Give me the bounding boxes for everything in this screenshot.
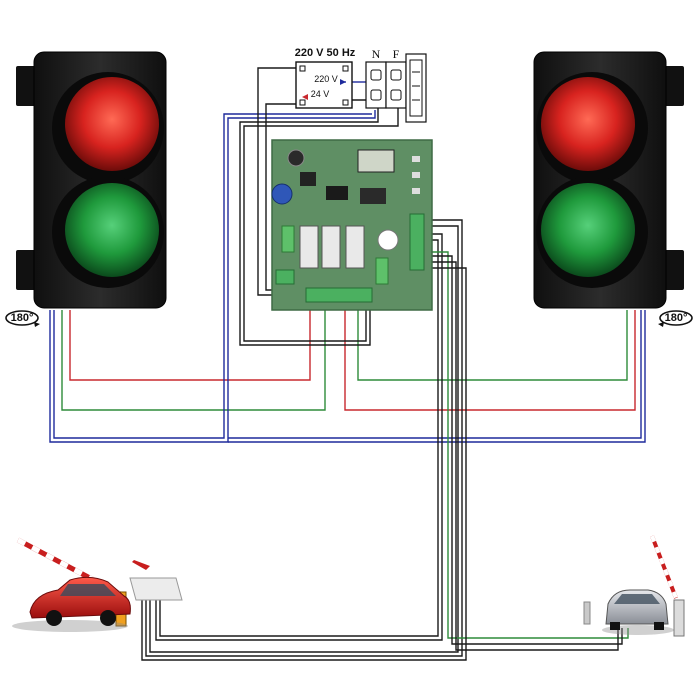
transformer-primary-label: 220 V — [314, 74, 338, 84]
arrow-icon — [340, 79, 346, 85]
switch-block — [405, 53, 427, 123]
wire-loop-4 — [159, 239, 439, 637]
terminal-f-label: F — [393, 47, 400, 61]
transformer: 220 V 24 V — [295, 61, 353, 109]
wire-left-green — [61, 305, 326, 411]
right-mount-top — [662, 66, 684, 106]
control-board — [271, 139, 433, 311]
left-traffic-light — [16, 51, 167, 309]
wire-loop-2 — [149, 225, 459, 653]
wire-right-blue-a — [228, 310, 646, 443]
wire-right-green — [357, 305, 628, 381]
arrow-icon — [132, 560, 150, 570]
arrow-icon — [302, 94, 308, 100]
left-lamp-green — [65, 183, 159, 277]
left-rotate-arrow-icon: 180° — [5, 310, 40, 327]
right-lamp-red — [541, 77, 635, 171]
left-rotation-label: 180° — [11, 312, 34, 324]
terminal-block — [365, 53, 427, 123]
wire-loop-8 — [141, 267, 467, 661]
terminal-n-label: N — [372, 47, 381, 61]
relay-3 — [345, 225, 365, 269]
wire-loop-3 — [155, 233, 443, 641]
wire-terminal-f — [243, 108, 399, 342]
right-mount-bottom — [662, 250, 684, 290]
wire-loop-5 — [432, 251, 629, 639]
wire-right-red — [344, 305, 636, 411]
wire-mains-1 — [257, 67, 298, 296]
supply-label: 220 V 50 Hz — [295, 47, 356, 59]
relay-2 — [321, 225, 341, 269]
left-barrier-gate-icon — [12, 537, 183, 632]
wire-loop-6 — [432, 255, 623, 645]
wire-left-blue-a — [49, 110, 376, 443]
wire-mains-4 — [350, 99, 369, 108]
wire-left-red — [69, 305, 311, 381]
right-barrier-gate-icon — [583, 535, 685, 637]
relay-1 — [299, 225, 319, 269]
left-lamp-red — [65, 77, 159, 171]
left-car — [29, 576, 131, 619]
terminal-strip-right — [409, 213, 425, 271]
terminal-strip-left — [275, 269, 295, 285]
right-traffic-light — [533, 51, 684, 309]
lcd-display — [357, 149, 395, 173]
capacitor — [287, 149, 305, 167]
buzzer — [377, 229, 399, 251]
wire-right-blue-b — [228, 310, 642, 439]
wire-left-blue-b — [53, 113, 372, 439]
wire-terminal-n — [239, 108, 379, 346]
right-rotation-label: 180° — [665, 312, 688, 324]
right-lamp-green — [541, 183, 635, 277]
left-mount-bottom — [16, 250, 38, 290]
wire-loop-7 — [432, 261, 619, 651]
capacitor-blue — [271, 183, 293, 205]
wires — [49, 67, 646, 661]
wire-loop-1 — [145, 219, 463, 657]
right-rotate-arrow-icon: 180° — [658, 310, 693, 327]
transformer-secondary-label: 24 V — [311, 89, 330, 99]
terminal-strip-bottom — [305, 287, 373, 303]
left-mount-top — [16, 66, 38, 106]
